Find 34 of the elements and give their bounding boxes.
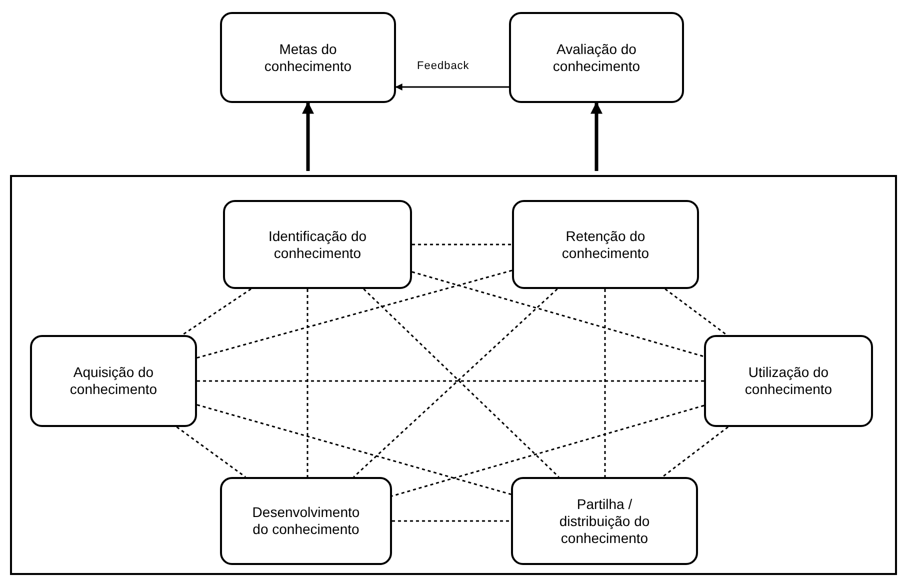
node-label: Desenvolvimento do conhecimento (251, 504, 361, 538)
arrow (302, 102, 314, 171)
node-label: Partilha / distribuição do conhecimento (558, 496, 651, 546)
connector-line (182, 288, 252, 336)
connector-line (662, 426, 728, 478)
process-box (30, 335, 197, 427)
process-box (512, 200, 699, 289)
node-label: Aquisição do conhecimento (68, 364, 158, 398)
group-frame (10, 175, 897, 575)
connector-line (197, 380, 704, 382)
connector-line (664, 288, 728, 336)
node-label: Avaliação do conhecimento (552, 40, 642, 74)
process-box (511, 477, 698, 565)
connector-line (196, 270, 512, 359)
node-label: Metas do conhecimento (263, 40, 353, 74)
node-label: Identificação do conhecimento (267, 228, 368, 262)
connector-line (412, 244, 512, 246)
process-box (220, 477, 392, 565)
connector-line (196, 404, 512, 496)
process-box (220, 12, 396, 103)
connector-line (604, 289, 606, 477)
node-label: Retenção do conhecimento (560, 228, 650, 262)
connector-line (392, 404, 704, 497)
process-box (223, 200, 412, 289)
connector-line (306, 289, 308, 477)
arrow (395, 84, 509, 90)
process-box (509, 12, 684, 103)
edge-label: Feedback (415, 60, 472, 72)
connector-line (412, 271, 704, 358)
arrow (590, 102, 602, 171)
connector-line (176, 426, 246, 478)
connector-line (392, 520, 511, 522)
process-box (704, 335, 873, 427)
node-label: Utilização do conhecimento (744, 364, 834, 398)
